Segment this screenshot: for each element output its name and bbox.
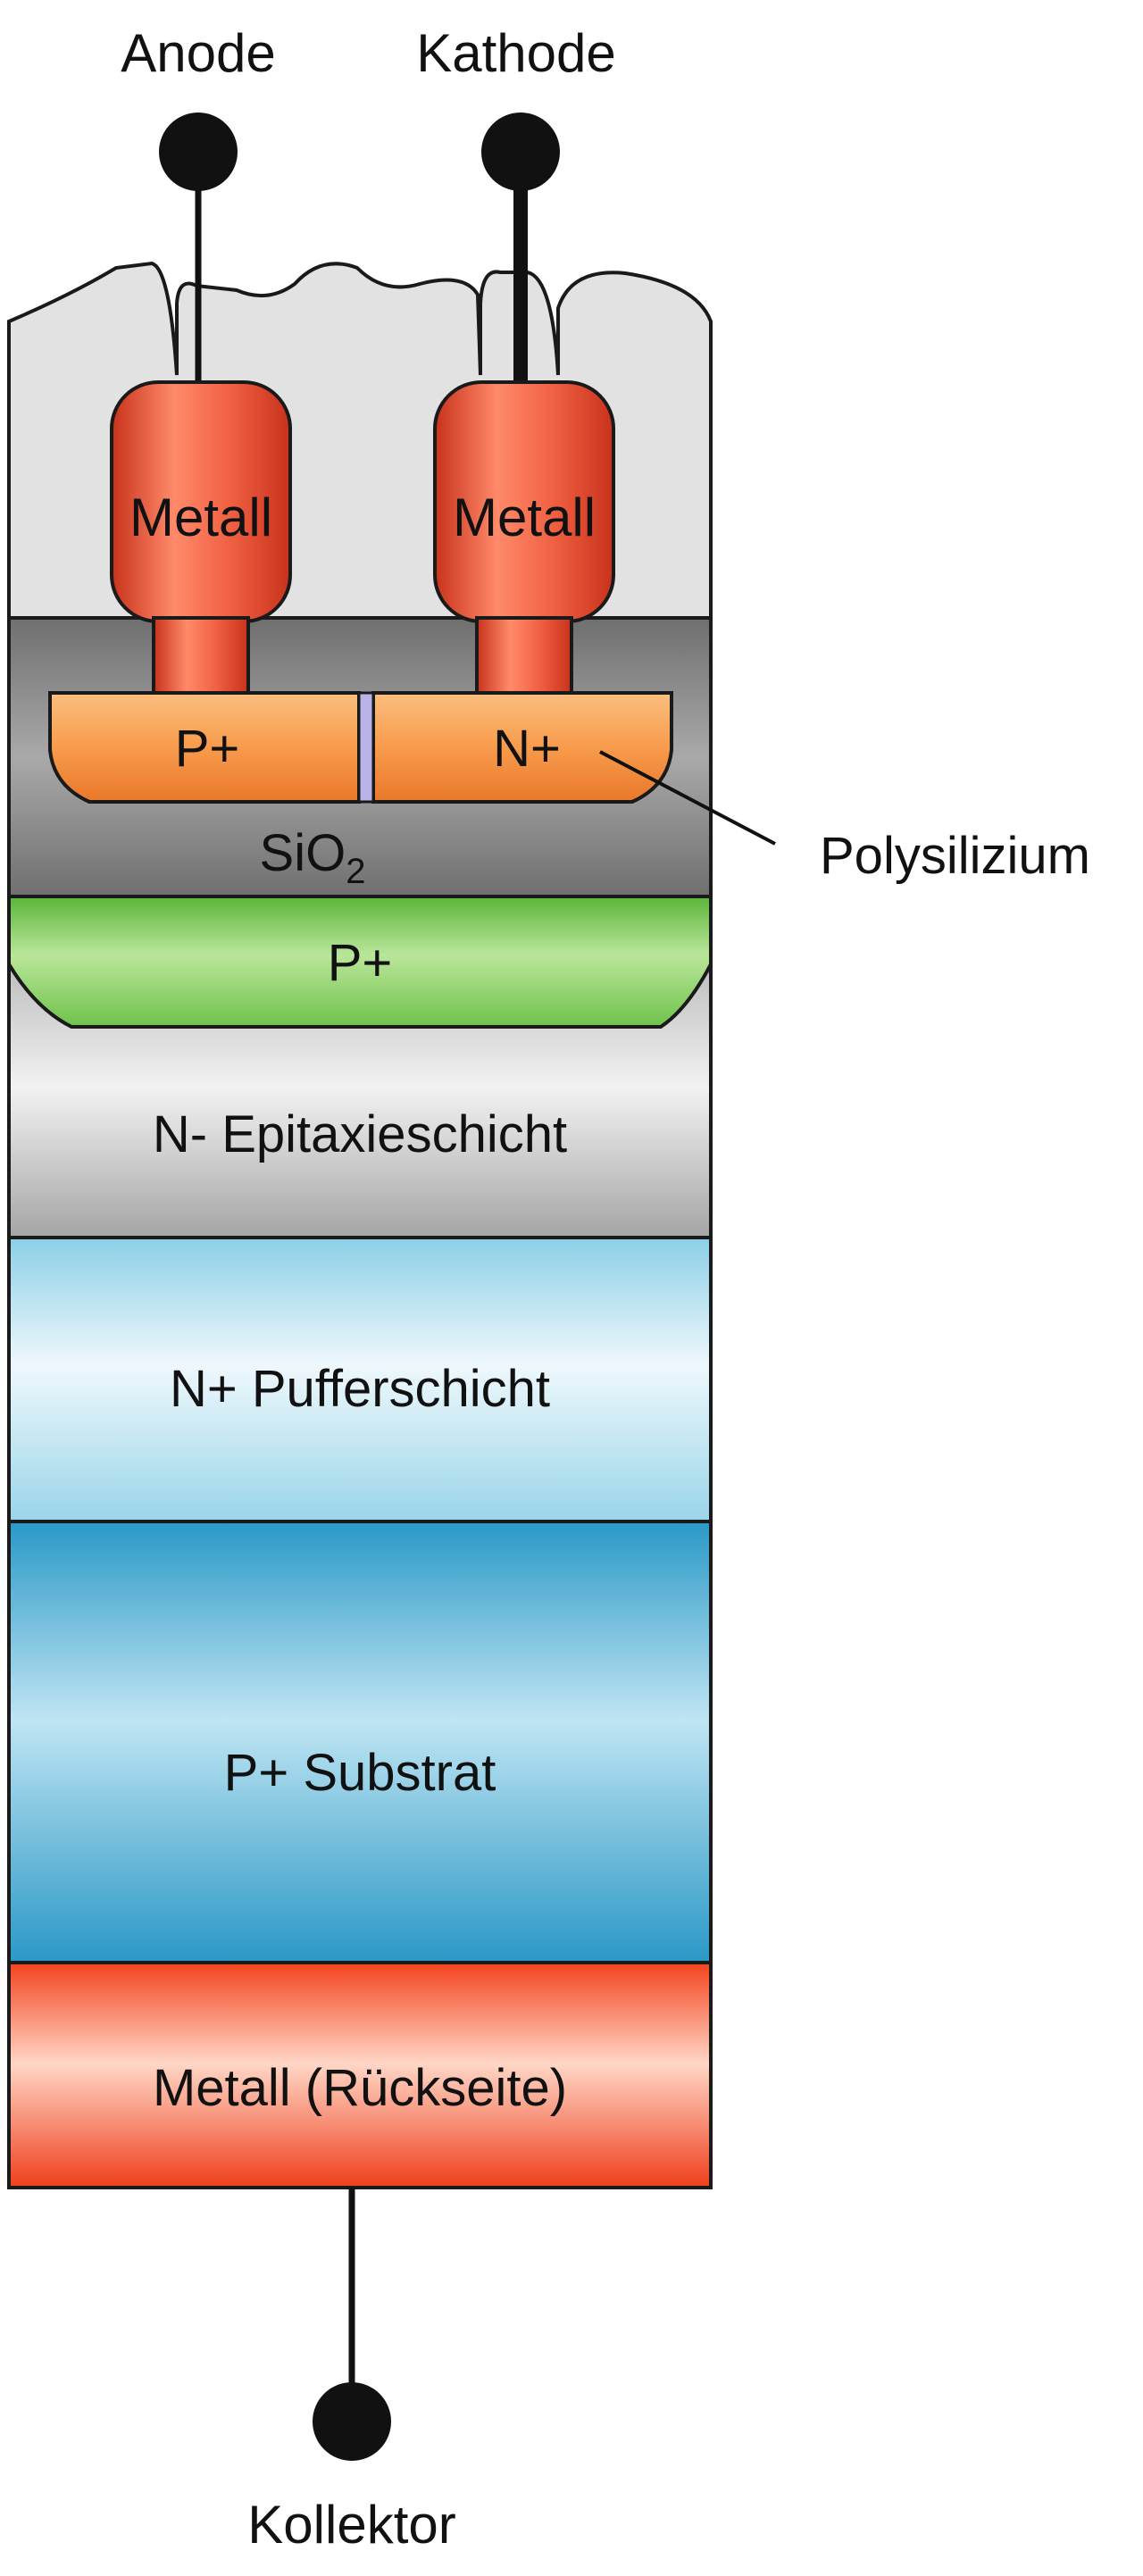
buffer-layer [7, 1236, 713, 1523]
oxide-label: SiO2 [260, 824, 366, 891]
polysilicon-junction [357, 691, 375, 804]
polysilicon-n-region [371, 691, 673, 804]
anode-metal-via [152, 616, 250, 698]
collector-label: Kollektor [247, 2495, 455, 2555]
substrate-layer-label: P+ Substrat [224, 1744, 496, 1802]
p-well-label: P+ [328, 934, 393, 992]
anode-label: Anode [121, 23, 276, 83]
polysilicon-p-region [48, 691, 361, 804]
anode-metal-label: Metall [129, 488, 272, 547]
cathode-label: Kathode [416, 23, 616, 83]
substrate-layer [7, 1520, 713, 1964]
cathode-terminal-icon [481, 113, 560, 191]
buffer-layer-label: N+ Pufferschicht [170, 1360, 550, 1418]
collector-terminal-icon [313, 2382, 391, 2461]
poly-n-label: N+ [493, 720, 561, 778]
polysilicon-callout-line [599, 750, 776, 846]
epitaxial-layer-label: N- Epitaxieschicht [153, 1105, 567, 1163]
epitaxial-layer [7, 957, 713, 1239]
cathode-metal-via [475, 616, 573, 698]
backside-metal-layer [7, 1961, 713, 2189]
polysilicon-callout-label: Polysilizium [820, 827, 1090, 885]
poly-p-label: P+ [175, 720, 240, 778]
backside-metal-label: Metall (Rückseite) [153, 2059, 567, 2117]
cathode-metal-label: Metall [453, 488, 596, 547]
anode-terminal-icon [159, 113, 238, 191]
